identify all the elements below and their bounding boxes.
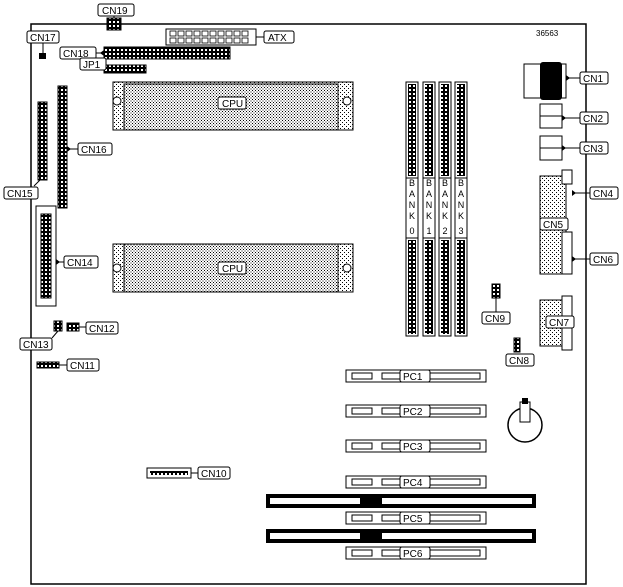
memory-bank-0: B A N K 0 — [405, 81, 419, 337]
pci-slot-6: PC6 — [345, 546, 487, 560]
cn5-connector: CN5 — [539, 217, 569, 231]
bank0-n: N — [409, 200, 416, 210]
diagram-code: 36563 — [536, 29, 559, 38]
isa-slot-1 — [266, 494, 536, 508]
cpu-2-label: CPU — [222, 264, 243, 275]
cn6-label: CN6 — [593, 255, 613, 266]
bank3-b: B — [458, 178, 464, 188]
bank2-n: N — [442, 200, 449, 210]
cn17-header: CN17 — [26, 30, 60, 59]
cn12-header: CN12 — [66, 321, 119, 335]
cn19-header: CN19 — [97, 3, 135, 31]
memory-bank-2: B A N K 2 — [438, 81, 452, 337]
bank0-k: K — [409, 211, 415, 221]
cn15-header: CN15 — [3, 101, 48, 200]
bank2-a: A — [442, 189, 448, 199]
bank1-n: N — [426, 200, 433, 210]
memory-bank-1: B A N K 1 — [422, 81, 436, 337]
cn5-label: CN5 — [543, 220, 563, 231]
bank0-num: 0 — [409, 226, 414, 236]
atx-power-connector: ATX — [165, 28, 295, 46]
pci-slot-4: PC4 — [345, 475, 487, 489]
cn8-jumper: CN8 — [505, 337, 535, 367]
pci-slot-2: PC2 — [345, 404, 487, 418]
bank3-a: A — [458, 189, 464, 199]
cn16-header: CN16 — [57, 85, 113, 209]
cn2-connector: CN2 — [539, 103, 609, 129]
bank3-num: 3 — [458, 226, 463, 236]
cn14-label: CN14 — [67, 258, 93, 269]
pc6-label: PC6 — [403, 549, 423, 560]
cn7-label: CN7 — [549, 318, 569, 329]
cn18-header: CN18 — [59, 46, 231, 60]
cn9-jumper: CN9 — [481, 283, 511, 325]
cn16-label: CN16 — [81, 145, 107, 156]
pc5-label: PC5 — [403, 514, 423, 525]
cn13-label: CN13 — [23, 340, 49, 351]
cn17-label: CN17 — [30, 33, 56, 44]
memory-bank-3: B A N K 3 — [454, 81, 468, 337]
cn15-label: CN15 — [7, 189, 33, 200]
atx-label: ATX — [268, 33, 287, 44]
pci-slot-3: PC3 — [345, 439, 487, 453]
cn6-connector: CN6 — [561, 231, 619, 275]
pc4-label: PC4 — [403, 478, 423, 489]
battery — [507, 398, 543, 443]
cn11-label: CN11 — [70, 361, 95, 372]
cn13-header: CN13 — [19, 320, 63, 351]
cn10-connector: CN10 — [146, 466, 231, 480]
bank1-a: A — [426, 189, 432, 199]
cn8-label: CN8 — [509, 356, 529, 367]
bank1-b: B — [426, 178, 432, 188]
cn18-label: CN18 — [63, 49, 89, 60]
cn7-connector: CN7 — [539, 295, 575, 351]
pc3-label: PC3 — [403, 442, 423, 453]
cpu-1-label: CPU — [222, 99, 243, 110]
bank1-k: K — [426, 211, 432, 221]
cn11-header: CN11 — [36, 358, 100, 372]
bank1-num: 1 — [426, 226, 431, 236]
pci-slot-5: PC5 — [345, 511, 487, 525]
cn3-label: CN3 — [583, 144, 603, 155]
bank2-num: 2 — [442, 226, 447, 236]
cn14-connector: CN14 — [35, 205, 99, 307]
pci-slot-1: PC1 — [345, 369, 487, 383]
cn4-label: CN4 — [593, 189, 613, 200]
cn2-label: CN2 — [583, 114, 603, 125]
cpu-slot-1: CPU — [112, 81, 354, 131]
cpu-slot-2: CPU — [112, 243, 354, 293]
pc1-label: PC1 — [403, 372, 423, 383]
cn1-connector: CN1 — [523, 62, 609, 100]
bank2-k: K — [442, 211, 448, 221]
cn10-label: CN10 — [201, 469, 227, 480]
bank2-b: B — [442, 178, 448, 188]
bank0-a: A — [409, 189, 415, 199]
jp1-jumper: JP1 — [79, 57, 147, 74]
isa-slot-2 — [266, 529, 536, 543]
jp1-label: JP1 — [83, 60, 101, 71]
cn19-label: CN19 — [102, 6, 128, 17]
bank0-b: B — [409, 178, 415, 188]
bank3-n: N — [458, 200, 465, 210]
bank3-k: K — [458, 211, 464, 221]
cn12-label: CN12 — [89, 324, 115, 335]
cn9-label: CN9 — [485, 314, 505, 325]
cn1-label: CN1 — [583, 74, 603, 85]
pc2-label: PC2 — [403, 407, 423, 418]
cn3-connector: CN3 — [539, 135, 609, 161]
